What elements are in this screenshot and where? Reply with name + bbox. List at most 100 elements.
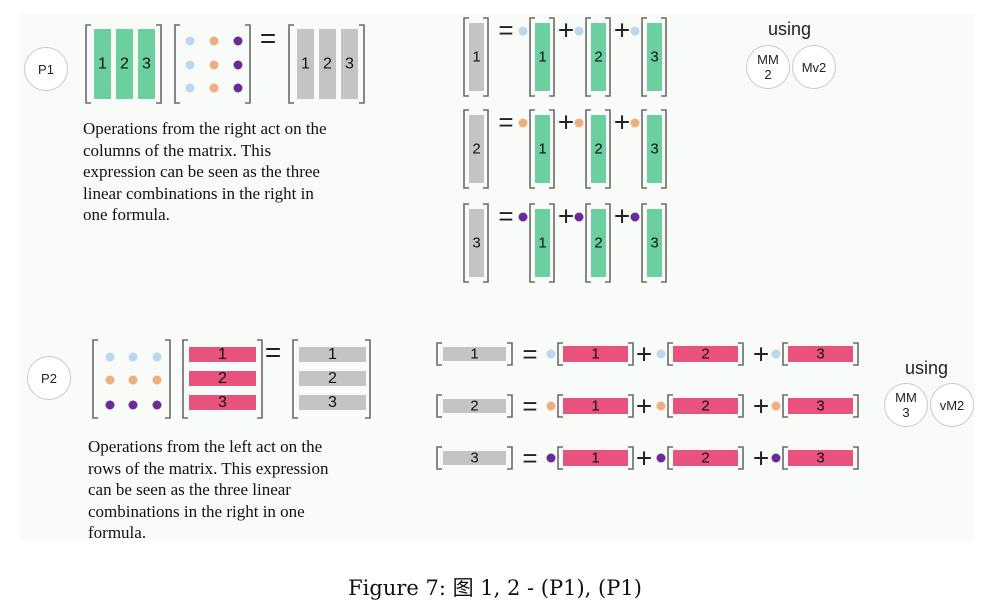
p1-combo-plus-sign: + (614, 107, 630, 138)
p2-combo-result-label: 3 (470, 450, 478, 467)
p2-row-label: 1 (218, 346, 227, 363)
p1-combo-equals-sign: = (498, 201, 513, 231)
p1-combo-term-bar (535, 23, 550, 91)
p1-combo-term-label: 2 (594, 49, 602, 66)
p2-coefficient-dot (128, 400, 138, 410)
p2-combo-result-bar (443, 399, 506, 413)
p2-desc-line: can be seen as the three linear (88, 480, 291, 499)
p2-result-row-label: 1 (328, 346, 337, 363)
p2-result-row-label: 2 (328, 370, 337, 387)
p2-combo-plus-sign: + (636, 443, 652, 474)
p1-combo-term-bracket-left (585, 109, 591, 189)
p1-using-tag-mm2: MM 2 (746, 45, 790, 89)
p2-combo-term-bracket-left (667, 394, 673, 418)
p2-combo-result-bracket-left (436, 446, 442, 470)
p2-coefficient-dot (128, 352, 138, 362)
p1-left-matrix-bracket-left (85, 24, 91, 104)
p1-combo-term-label: 2 (594, 235, 602, 252)
p1-combo-result-label: 1 (472, 49, 480, 66)
p1-result-column-label: 1 (301, 56, 310, 73)
p1-combo-equals-sign: = (498, 107, 513, 137)
p1-combo-plus-sign: + (614, 201, 630, 232)
p2-combo-coefficient-dot (546, 349, 556, 359)
p2-desc-line: rows of the matrix. This expression (88, 458, 329, 478)
p2-result-matrix-bracket-right (365, 339, 371, 419)
p2-combo-term-bracket-left (667, 342, 673, 366)
p2-combo-result-bar (443, 347, 506, 361)
p2-coefficient-dot (152, 375, 162, 385)
p1-result-column-bar (297, 29, 314, 99)
p2-coefficient-dot (128, 375, 138, 385)
p1-combo-coefficient-dot (518, 212, 528, 222)
p1-combo-term-bracket-right (661, 109, 667, 189)
p2-combo-term-label: 1 (591, 346, 599, 363)
p2-using-label: using (905, 358, 949, 378)
p2-combo-plus-sign: + (753, 443, 769, 474)
p1-result-column-bar (341, 29, 358, 99)
p1-combo-term-bracket-left (529, 109, 535, 189)
p2-coefficient-dot (105, 375, 115, 385)
p1-combo-term-bar (535, 209, 550, 277)
p2-tag: P2 (27, 356, 71, 400)
p1-coefficient-dot (209, 36, 219, 46)
p1-tag-label: P1 (38, 61, 54, 77)
p1-desc-line: columns of the matrix. This (83, 140, 272, 160)
p1-result-column-label: 2 (323, 56, 332, 73)
p2-combo-term-label: 3 (816, 450, 824, 467)
tag-line: vM2 (939, 397, 965, 413)
p2-row-bar (189, 395, 256, 410)
p2-coefficient-dot (152, 400, 162, 410)
p1-column-label: 2 (120, 56, 129, 73)
p1-combo-term-label: 1 (538, 49, 546, 66)
p1-combo-term-bracket-right (605, 109, 611, 189)
p2-combo-term-bar (563, 450, 628, 466)
p1-combo-term-label: 3 (650, 141, 658, 158)
p2-combo-coefficient-dot (546, 453, 556, 463)
p1-combo-result-bar (469, 209, 484, 277)
p2-using-tag-vm2: vM2 (930, 383, 974, 427)
p2-combo-term-label: 2 (701, 450, 709, 467)
p1-coefficient-dot (209, 60, 219, 70)
figure-caption: Figure 7: 图 1, 2 - (P1), (P1) (348, 576, 642, 600)
p2-combo-result-label: 1 (470, 346, 478, 363)
p2-coefficient-dot (105, 400, 115, 410)
p1-combo-term-bracket-left (641, 17, 647, 97)
p2-result-row-bar (299, 395, 366, 410)
p1-combo-plus-sign: + (558, 107, 574, 138)
p1-combo-coefficient-dot (574, 212, 584, 222)
p1-result-column-label: 3 (345, 56, 354, 73)
p2-row-matrix-bracket-left (182, 339, 188, 419)
p2-combo-term-bar (673, 398, 738, 414)
p1-dot-matrix-bracket-right (245, 24, 251, 104)
p1-combo-result-bar (469, 115, 484, 183)
p1-combo-term-label: 1 (538, 235, 546, 252)
p1-combo-result-label: 2 (472, 141, 480, 158)
p1-column-label: 3 (142, 56, 151, 73)
p2-combo-term-label: 1 (591, 450, 599, 467)
p2-combo-term-bracket-right (738, 342, 744, 366)
p2-combo-plus-sign: + (753, 339, 769, 370)
p1-result-matrix-bracket-right (359, 24, 365, 104)
p1-combo-term-bracket-right (549, 17, 555, 97)
p1-column-label: 1 (98, 56, 107, 73)
p1-combo-term-bracket-right (661, 203, 667, 283)
p1-combo-result-bracket-left (463, 109, 469, 189)
p1-combo-term-bracket-left (641, 203, 647, 283)
p2-desc-line: formula. (88, 523, 147, 542)
p2-combo-term-bracket-right (853, 446, 859, 470)
p2-combo-equals-sign: = (522, 339, 537, 369)
p2-combo-term-bar (563, 346, 628, 362)
p2-combo-term-bracket-right (628, 394, 634, 418)
p1-combo-term-bar (535, 115, 550, 183)
p2-desc-line: Operations from the left act on the (88, 437, 323, 456)
p1-combo-result-label: 3 (472, 235, 480, 252)
p1-combo-term-bracket-right (605, 203, 611, 283)
p2-combo-term-bracket-left (557, 342, 563, 366)
p1-combo-term-bracket-left (641, 109, 647, 189)
p1-combo-term-label: 2 (594, 141, 602, 158)
p1-combo-term-bracket-left (585, 17, 591, 97)
p1-combo-term-bracket-right (661, 17, 667, 97)
p1-combo-plus-sign: + (558, 15, 574, 46)
p2-combo-term-bracket-left (782, 446, 788, 470)
p2-combo-term-bracket-left (557, 446, 563, 470)
